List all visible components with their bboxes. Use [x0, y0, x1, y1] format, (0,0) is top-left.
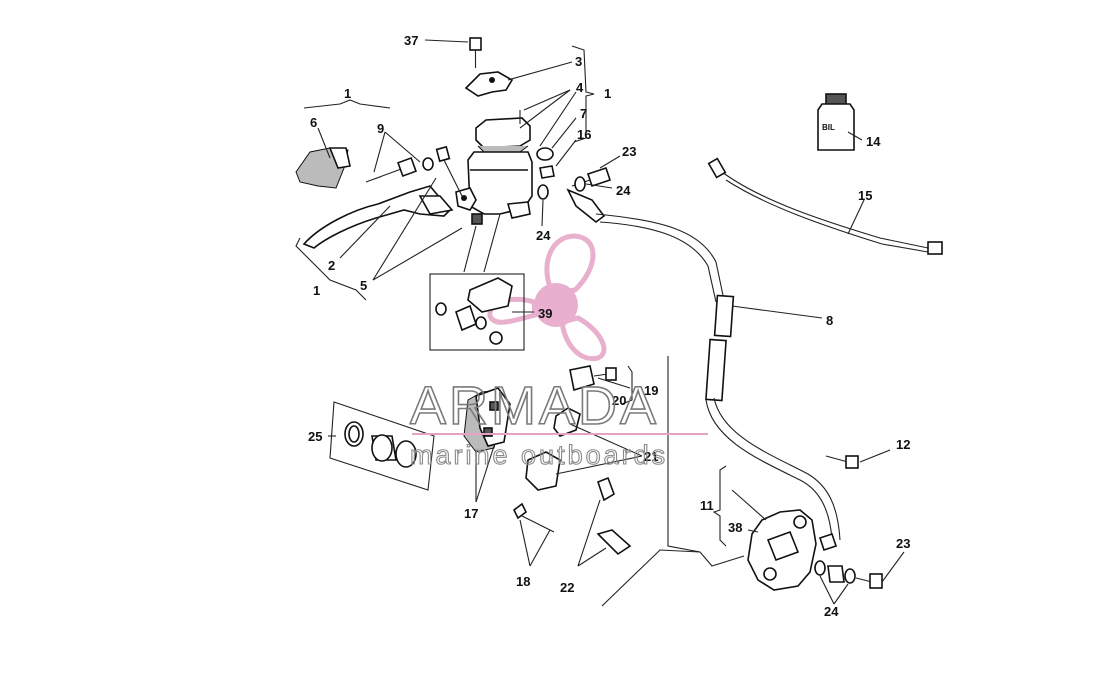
reservoir-cap	[475, 110, 531, 153]
callout-1-bottom-left: 1	[313, 283, 320, 298]
watermark-subtitle: marine outboards	[410, 440, 668, 470]
spring-clip-21	[525, 407, 581, 491]
callout-4: 4	[576, 80, 584, 95]
callout-23-bottom: 23	[896, 536, 910, 551]
cap-7	[536, 147, 554, 161]
callout-21: 21	[644, 449, 658, 464]
callout-15: 15	[858, 188, 872, 203]
callout-25: 25	[308, 429, 322, 444]
callout-14: 14	[866, 134, 881, 149]
callout-17: 17	[464, 506, 478, 521]
callout-38: 38	[728, 520, 742, 535]
pins-22	[596, 476, 632, 556]
bolt-12	[825, 455, 859, 469]
brake-hose-8	[595, 213, 841, 541]
washer-24-top	[574, 176, 586, 192]
seal-kit-box-25	[329, 401, 435, 491]
callout-37: 37	[404, 33, 418, 48]
callout-5: 5	[360, 278, 367, 293]
callout-labels: 37 3 4 1 7 16 23 24 24 1 6 9 2 5 1 39 14…	[308, 33, 910, 619]
washer-24-lower-a	[814, 560, 826, 576]
pin-18	[512, 502, 555, 533]
callout-6: 6	[310, 115, 317, 130]
bolt-5	[435, 145, 463, 197]
watermark-title: ARMADA	[410, 376, 659, 436]
callout-22: 22	[560, 580, 574, 595]
banjo-bolt-23-lower	[855, 573, 883, 589]
callout-2: 2	[328, 258, 335, 273]
washer-24-left	[537, 184, 549, 200]
brake-pads-17	[463, 387, 511, 453]
washer-16	[539, 165, 555, 179]
ring-lower	[827, 565, 845, 583]
callout-24-bottom: 24	[824, 604, 839, 619]
sensor-wire-15	[707, 157, 943, 255]
lever-2	[302, 185, 454, 249]
callout-24-left: 24	[536, 228, 551, 243]
callout-23-top: 23	[622, 144, 636, 159]
washer-24-lower-b	[844, 568, 856, 584]
callout-12: 12	[896, 437, 910, 452]
callout-19: 19	[644, 383, 658, 398]
leader-lines	[295, 39, 905, 607]
callout-39: 39	[538, 306, 552, 321]
watermark: ARMADA marine outboards	[409, 375, 708, 471]
callout-20: 20	[612, 393, 626, 408]
watermark-propeller-logo	[487, 233, 607, 362]
seal-kit-box-39	[429, 273, 525, 351]
oil-bottle-14: BIL	[817, 93, 855, 151]
callout-9: 9	[377, 121, 384, 136]
master-cylinder-body	[455, 151, 533, 225]
bolt-37	[469, 37, 482, 68]
callout-7: 7	[580, 106, 587, 121]
callout-1-top-left: 1	[344, 86, 351, 101]
hose-fitting-top	[566, 188, 606, 224]
clamp-3	[464, 71, 514, 97]
callout-8: 8	[826, 313, 833, 328]
screw-9	[365, 157, 434, 183]
callout-3: 3	[575, 54, 582, 69]
callout-1-top-right: 1	[604, 86, 611, 101]
callout-11: 11	[700, 498, 714, 513]
callout-24-top: 24	[616, 183, 631, 198]
callout-18: 18	[516, 574, 530, 589]
callout-16: 16	[577, 127, 591, 142]
bottle-label: BIL	[822, 123, 835, 132]
bleeder-fitting-19-20	[569, 365, 617, 392]
brake-caliper-38	[747, 509, 838, 591]
bracket-6	[295, 147, 351, 189]
